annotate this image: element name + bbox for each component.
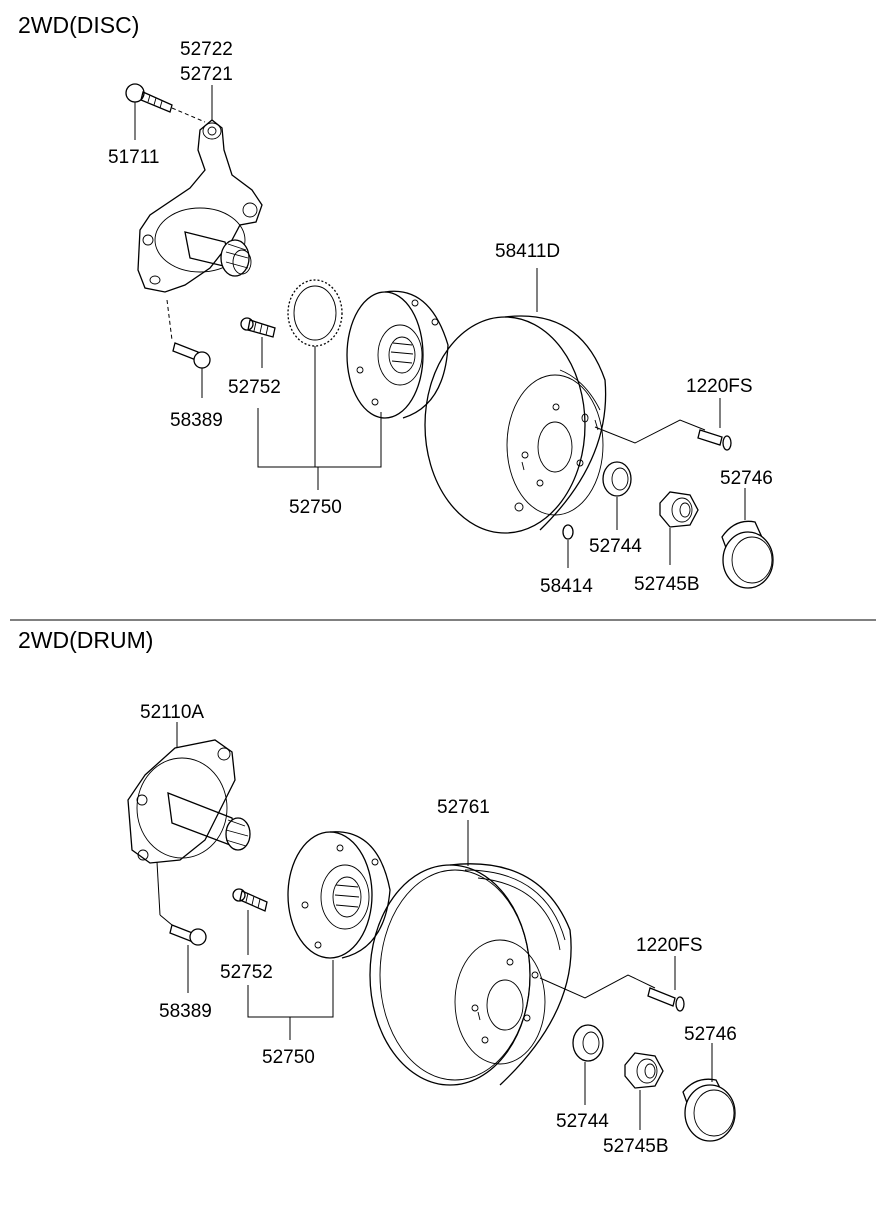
hub-bearing-disc	[346, 290, 449, 419]
label-52722: 52722	[180, 39, 233, 60]
bolt-51711	[125, 83, 206, 123]
label-58389-disc: 58389	[170, 410, 223, 431]
nut-52745B-drum	[624, 1052, 664, 1089]
bolt-58389-disc	[166, 299, 211, 369]
label-58414: 58414	[540, 576, 593, 597]
label-1220FS-drum: 1220FS	[636, 935, 703, 956]
label-52752-drum: 52752	[220, 962, 273, 983]
label-52752-disc: 52752	[228, 377, 281, 398]
tone-ring	[287, 279, 343, 347]
label-1220FS-disc: 1220FS	[686, 376, 753, 397]
label-52745B-disc: 52745B	[634, 574, 700, 595]
label-52746-drum: 52746	[684, 1024, 737, 1045]
brake-drum-52761	[369, 863, 572, 1086]
label-52750-disc: 52750	[289, 497, 342, 518]
label-52744-disc: 52744	[589, 536, 642, 557]
label-52761: 52761	[437, 797, 490, 818]
hub-bolt-52752-disc	[240, 317, 276, 338]
washer-52744-disc	[602, 461, 632, 497]
label-58389-drum: 58389	[159, 1001, 212, 1022]
label-51711: 51711	[108, 147, 159, 168]
hub-bearing-drum	[287, 831, 391, 959]
disc-rotor-58411D	[424, 315, 607, 534]
label-52745B-drum: 52745B	[603, 1136, 669, 1157]
label-52746-disc: 52746	[720, 468, 773, 489]
oring-58414	[562, 524, 574, 540]
section-title-drum: 2WD(DRUM)	[18, 627, 153, 653]
screw-1220FS-disc	[594, 419, 732, 451]
label-58411D: 58411D	[495, 241, 560, 262]
knuckle-part	[137, 119, 263, 293]
label-52744-drum: 52744	[556, 1111, 609, 1132]
cap-52746-disc	[721, 520, 774, 589]
section-title-disc: 2WD(DISC)	[18, 12, 139, 38]
carrier-52110A	[127, 739, 251, 864]
nut-52745B-disc	[659, 491, 699, 528]
cap-52746-drum	[682, 1078, 736, 1142]
label-52721: 52721	[180, 64, 233, 85]
washer-52744-drum	[572, 1024, 604, 1062]
label-52750-drum: 52750	[262, 1047, 315, 1068]
screw-1220FS-drum	[539, 974, 685, 1012]
hub-bolt-52752-drum	[232, 888, 268, 912]
label-52110A: 52110A	[140, 702, 204, 723]
bolt-58389-drum	[169, 924, 207, 946]
